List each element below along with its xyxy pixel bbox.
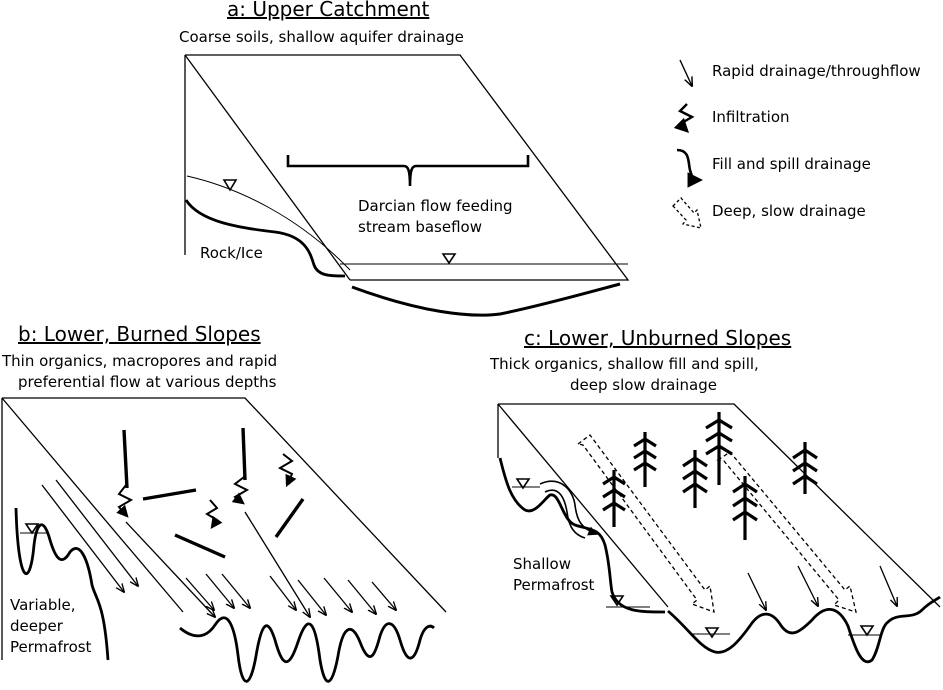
water-table-symbol xyxy=(24,523,40,535)
panel-b-subtitle-1: Thin organics, macropores and rapid xyxy=(2,352,278,370)
legend-label-fill-spill: Fill and spill drainage xyxy=(712,155,871,173)
infiltration-squiggle-icon xyxy=(673,103,695,134)
panel-c-block-outline xyxy=(498,403,941,608)
panel-c-deep-slow-arrow xyxy=(576,434,715,613)
panel-c-front-slope xyxy=(497,403,669,608)
tree-icon xyxy=(682,450,708,508)
panel-c-fill-spill-line xyxy=(544,489,586,539)
panel-a-rock-ice-surface xyxy=(184,199,346,278)
deep-slow-dashed-arrow-icon xyxy=(672,197,702,229)
panel-c-diagram xyxy=(497,403,941,664)
panel-a-darcian-label-2: stream baseflow xyxy=(358,218,482,236)
tree-icon xyxy=(602,470,626,527)
legend-label-rapid-drainage: Rapid drainage/throughflow xyxy=(712,62,921,80)
panel-b-bottom-surface xyxy=(179,616,435,683)
panel-b-rapid-arrows xyxy=(41,479,396,617)
panel-a-front-slope xyxy=(184,54,351,281)
panel-b-macropores xyxy=(122,427,305,559)
panel-c-subtitle-2: deep slow drainage xyxy=(570,376,717,394)
water-table-symbol xyxy=(441,253,457,265)
water-table-symbol xyxy=(515,478,531,490)
panel-a-channel-bottom xyxy=(351,282,621,317)
tree-icon xyxy=(732,476,758,540)
panel-c-shallow-permafrost xyxy=(498,457,666,614)
panel-a-water-table xyxy=(186,175,351,271)
panel-c-title: c: Lower, Unburned Slopes xyxy=(524,326,792,350)
panel-c-trees xyxy=(602,412,818,540)
panel-c-rapid-arrows xyxy=(747,565,897,610)
panel-a-diagram xyxy=(184,54,630,317)
tree-icon xyxy=(633,432,657,487)
water-table-symbol xyxy=(859,625,875,637)
rapid-drainage-arrow-icon xyxy=(679,59,692,86)
panel-b-front-slope xyxy=(1,397,184,613)
legend-icons xyxy=(672,59,704,229)
panel-b-diagram xyxy=(1,397,447,683)
panel-c-subtitle-1: Thick organics, shallow fill and spill, xyxy=(490,355,759,373)
panel-a-bracket xyxy=(286,155,530,187)
tree-icon xyxy=(705,412,733,485)
panel-b-title: b: Lower, Burned Slopes xyxy=(18,322,261,346)
water-table-symbol xyxy=(609,595,625,607)
panel-a-block-outline xyxy=(185,54,630,281)
water-table-symbol xyxy=(222,179,238,192)
panel-c-bottom-surface xyxy=(667,595,941,664)
panel-a-subtitle: Coarse soils, shallow aquifer drainage xyxy=(179,28,464,46)
panel-c-fill-spill-line xyxy=(539,480,598,536)
legend-label-deep-slow: Deep, slow drainage xyxy=(712,202,866,220)
panel-b-infiltration-squiggles xyxy=(116,453,297,529)
panel-a-rock-label: Rock/Ice xyxy=(200,244,263,262)
panel-c-deep-slow-arrow xyxy=(716,451,857,613)
panel-b-permafrost-surface xyxy=(14,507,110,661)
legend-label-infiltration: Infiltration xyxy=(712,108,790,126)
panel-a-darcian-label-1: Darcian flow feeding xyxy=(358,197,513,215)
fill-spill-curve-icon xyxy=(676,148,704,188)
water-table-symbol xyxy=(704,627,720,639)
panel-b-block-outline xyxy=(2,397,447,613)
tree-icon xyxy=(792,442,818,494)
panel-b-permafrost-label-1: Variable, xyxy=(10,596,76,614)
panel-c-permafrost-label-1: Shallow xyxy=(513,555,572,573)
panel-b-subtitle-2: preferential flow at various depths xyxy=(18,373,277,391)
panel-b-permafrost-label-2: deeper xyxy=(10,617,63,635)
panel-b-permafrost-label-3: Permafrost xyxy=(10,638,92,656)
panel-c-permafrost-label-2: Permafrost xyxy=(513,576,595,594)
panel-a-title: a: Upper Catchment xyxy=(227,0,430,21)
